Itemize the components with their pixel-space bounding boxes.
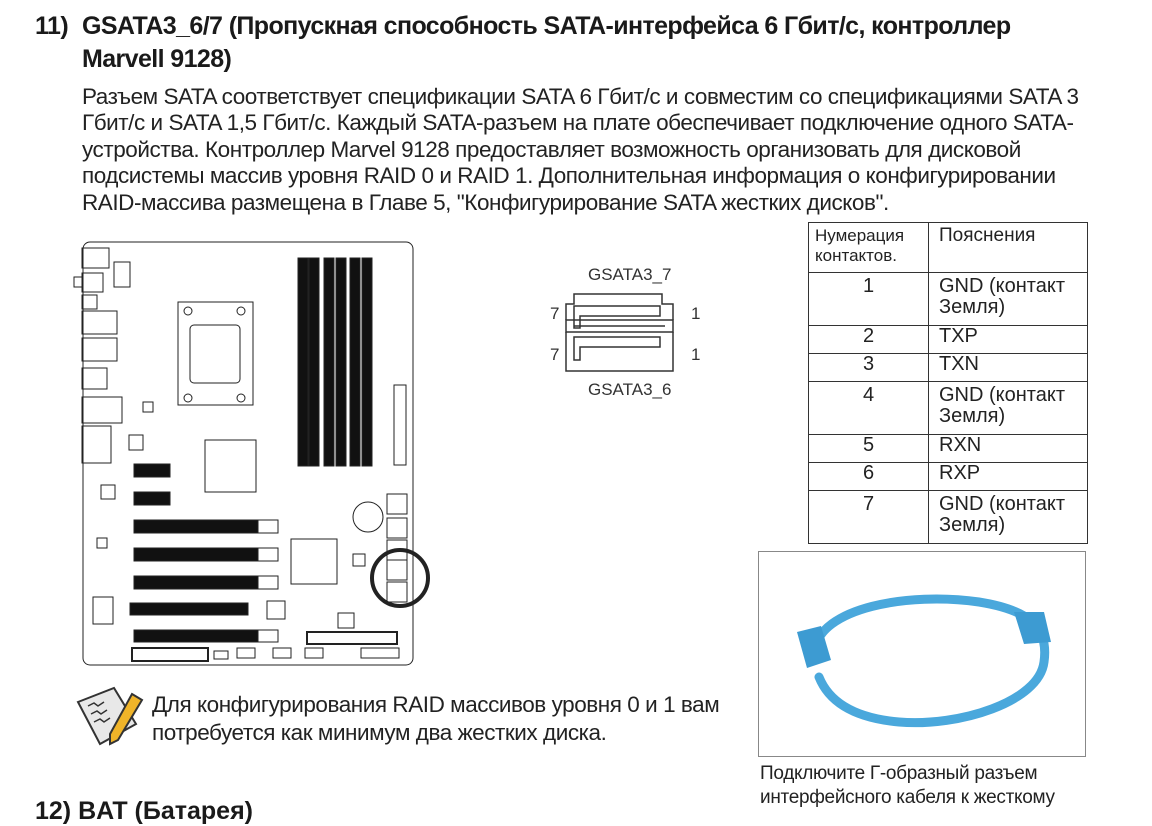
header-pin-number: Нумерация контактов. [808,222,929,273]
atx-8pin-power [113,261,131,288]
photo-caption-line: интерфейсного кабеля к жесткому [760,787,1055,808]
note-line: Для конфигурирования RAID массивов уровн… [152,692,720,717]
pin-number: 2 [808,325,929,354]
note-line: потребуется как минимум два жестких диск… [152,720,607,745]
pin-description: TXP [928,325,1088,354]
photo-caption-line: Подключите Г-образный разъем [760,763,1038,784]
slot-latches [257,519,279,643]
battery [352,501,384,533]
sata-cable-photo [758,551,1086,757]
section-title-line-2: Marvell 9128) [82,45,232,73]
next-section-heading: 12) BAT (Батарея) [35,797,253,825]
pin-label-left: 7 [550,345,560,364]
paragraph-line: устройства. Контроллер Marvel 9128 предо… [82,137,1021,162]
sata-connector-diagram [565,293,674,372]
paragraph-line: подсистемы массив уровня RAID 0 и RAID 1… [82,163,1056,188]
pin-label-right: 1 [691,345,701,364]
rear-io-ports [73,247,123,464]
pin-number: 3 [808,353,929,382]
pin-description: RXP [928,462,1088,491]
pin-description: GND (контакт Земля) [928,490,1088,544]
paragraph-line: Гбит/с и SATA 1,5 Гбит/с. Каждый SATA-ра… [82,110,1074,135]
pin-description: GND (контакт Земля) [928,272,1088,326]
paragraph-line: RAID-массива размещена в Главе 5, "Конфи… [82,190,889,215]
pin-number: 1 [808,272,929,326]
connector-top-label: GSATA3_7 [588,265,672,284]
atx-24pin-power [393,384,407,466]
highlight-circle [370,548,430,608]
connector-bottom-label: GSATA3_6 [588,380,672,399]
sata-cable-image [797,594,1051,728]
northbridge-chip [204,439,257,493]
table-header-row: Нумерация контактов. Пояснения [808,222,1088,273]
pin-description: RXN [928,434,1088,463]
section-title-line-1: GSATA3_6/7 (Пропускная способность SATA-… [82,12,1011,40]
pin-description: TXN [928,353,1088,382]
cpu-socket [177,301,254,406]
pin-label-right: 1 [691,304,701,323]
motherboard-diagram [73,241,430,666]
bottom-headers [131,631,400,662]
sata-ports [386,493,408,603]
note-pencil-icon [76,686,144,746]
pin-number: 7 [808,490,929,544]
pin-number: 4 [808,381,929,435]
pin-number: 6 [808,462,929,491]
header-description: Пояснения [928,222,1088,273]
southbridge-chip [290,538,338,585]
section-number: 11) [35,12,69,40]
pin-label-left: 7 [550,304,560,323]
pin-number: 5 [808,434,929,463]
paragraph-line: Разъем SATA соответствует спецификации S… [82,84,1079,109]
dimm-slots [297,257,373,467]
pin-description: GND (контакт Земля) [928,381,1088,435]
